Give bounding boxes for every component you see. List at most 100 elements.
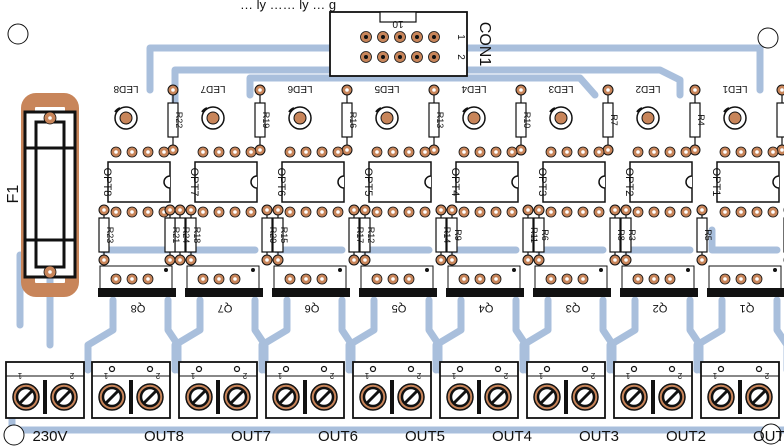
triac-heatsink-tab — [272, 288, 350, 297]
connector-body — [329, 11, 468, 77]
resistor-R6-label: R6 — [540, 229, 550, 241]
pad-hole — [478, 277, 482, 281]
terminal-pin-dot — [233, 365, 241, 373]
optocoupler-body — [455, 161, 519, 203]
triac-dot — [599, 268, 603, 272]
led-label: LED3 — [548, 83, 573, 94]
pad-hole — [478, 150, 482, 154]
output-label: OUT3 — [579, 428, 619, 445]
pad-hole — [423, 210, 427, 214]
optocoupler-label: OPT8 — [101, 168, 113, 197]
resistor-R24-label: R24 — [181, 227, 191, 244]
terminal-pin-dot — [320, 365, 328, 373]
output-label: OUT2 — [666, 428, 706, 445]
terminal-pin1-label: 1 — [625, 371, 630, 380]
resistor-R19-hole — [258, 88, 262, 92]
pad-hole — [755, 277, 759, 281]
output-label: OUT7 — [231, 428, 271, 445]
resistor-R14-body — [435, 217, 447, 253]
optocoupler-label: OPT4 — [449, 168, 461, 197]
resistor-R21-hole — [168, 258, 172, 262]
triac-label: Q6 — [305, 302, 320, 314]
resistor-R17-hole — [352, 208, 356, 212]
trace — [345, 296, 378, 374]
pad-hole — [668, 277, 672, 281]
pad-hole — [462, 150, 466, 154]
optocoupler-notch — [772, 175, 780, 189]
resistor-R15-hole — [276, 208, 280, 212]
resistor-R14-hole — [439, 258, 443, 262]
screw-slot — [365, 389, 381, 405]
resistor-R11-label: R11 — [529, 227, 539, 243]
resistor-R9-hole — [450, 208, 454, 212]
pad-hole — [304, 277, 308, 281]
pad-hole — [320, 277, 324, 281]
pad-hole — [755, 150, 759, 154]
pad-hole — [48, 270, 52, 274]
output-label: OUT5 — [405, 428, 445, 445]
resistor-R7-hole — [606, 148, 610, 152]
pad-hole — [217, 210, 221, 214]
terminal-pin-dot — [108, 365, 116, 373]
pad-hole — [233, 210, 237, 214]
pad-hole — [510, 210, 514, 214]
pad-hole — [478, 210, 482, 214]
screw-slot — [452, 389, 468, 405]
pad-hole — [494, 150, 498, 154]
resistor-R5-body — [696, 217, 708, 253]
terminal-pin1-label: 1 — [277, 371, 282, 380]
resistor-R5-hole — [700, 208, 704, 212]
resistor-R17-body — [348, 217, 360, 253]
terminal-pin-dot — [407, 365, 415, 373]
triac-dot — [686, 268, 690, 272]
screw-slot — [664, 389, 680, 405]
resistor-R3-hole — [624, 258, 628, 262]
terminal-pin2-label: 2 — [416, 371, 421, 380]
resistor-R16-label: R16 — [348, 112, 358, 129]
triac-heatsink-tab — [620, 288, 698, 297]
led-flat — [375, 107, 382, 113]
triac-heatsink-tab — [446, 288, 524, 297]
terminal-pin1-label: 1 — [712, 371, 717, 380]
screw-slot — [490, 389, 506, 405]
connector-pin-hole — [398, 55, 402, 59]
led-label: LED6 — [287, 83, 312, 94]
trace — [84, 296, 117, 374]
pad-hole — [723, 210, 727, 214]
led-flat — [201, 107, 208, 113]
optocoupler-label: OPT1 — [710, 168, 722, 197]
triac-label: Q3 — [566, 302, 581, 314]
pad-hole — [146, 277, 150, 281]
resistor-R20-hole — [265, 258, 269, 262]
triac-heatsink-tab — [359, 288, 437, 297]
pad-hole — [636, 150, 640, 154]
resistor-R14-hole — [439, 208, 443, 212]
connector-pin-hole — [398, 35, 402, 39]
resistor-R9-hole — [450, 258, 454, 262]
pad-hole — [114, 210, 118, 214]
terminal-pin-dot — [668, 365, 676, 373]
optocoupler-body — [716, 161, 780, 203]
terminal-pin-dot — [195, 365, 203, 373]
resistor-R1-hole — [780, 88, 784, 92]
screw-slot — [316, 389, 332, 405]
triac-label: Q4 — [479, 302, 494, 314]
screw-slot — [278, 389, 294, 405]
pad-hole — [739, 150, 743, 154]
led-flat — [462, 107, 469, 113]
trace — [708, 226, 781, 254]
pad-hole — [249, 150, 253, 154]
resistor-R21-label: R21 — [171, 227, 181, 244]
resistor-R22-body — [167, 102, 179, 138]
pad-hole — [217, 150, 221, 154]
resistor-R21-hole — [168, 208, 172, 212]
resistor-R6-hole — [537, 258, 541, 262]
resistor-R1-body — [776, 102, 784, 138]
resistor-R18-label: R18 — [192, 227, 202, 244]
resistor-R16-hole — [345, 88, 349, 92]
output-label: OUT8 — [144, 428, 184, 445]
led-label: LED8 — [113, 83, 138, 94]
resistor-R6-body — [533, 217, 545, 253]
screw-slot — [229, 389, 245, 405]
pad-hole — [217, 277, 221, 281]
